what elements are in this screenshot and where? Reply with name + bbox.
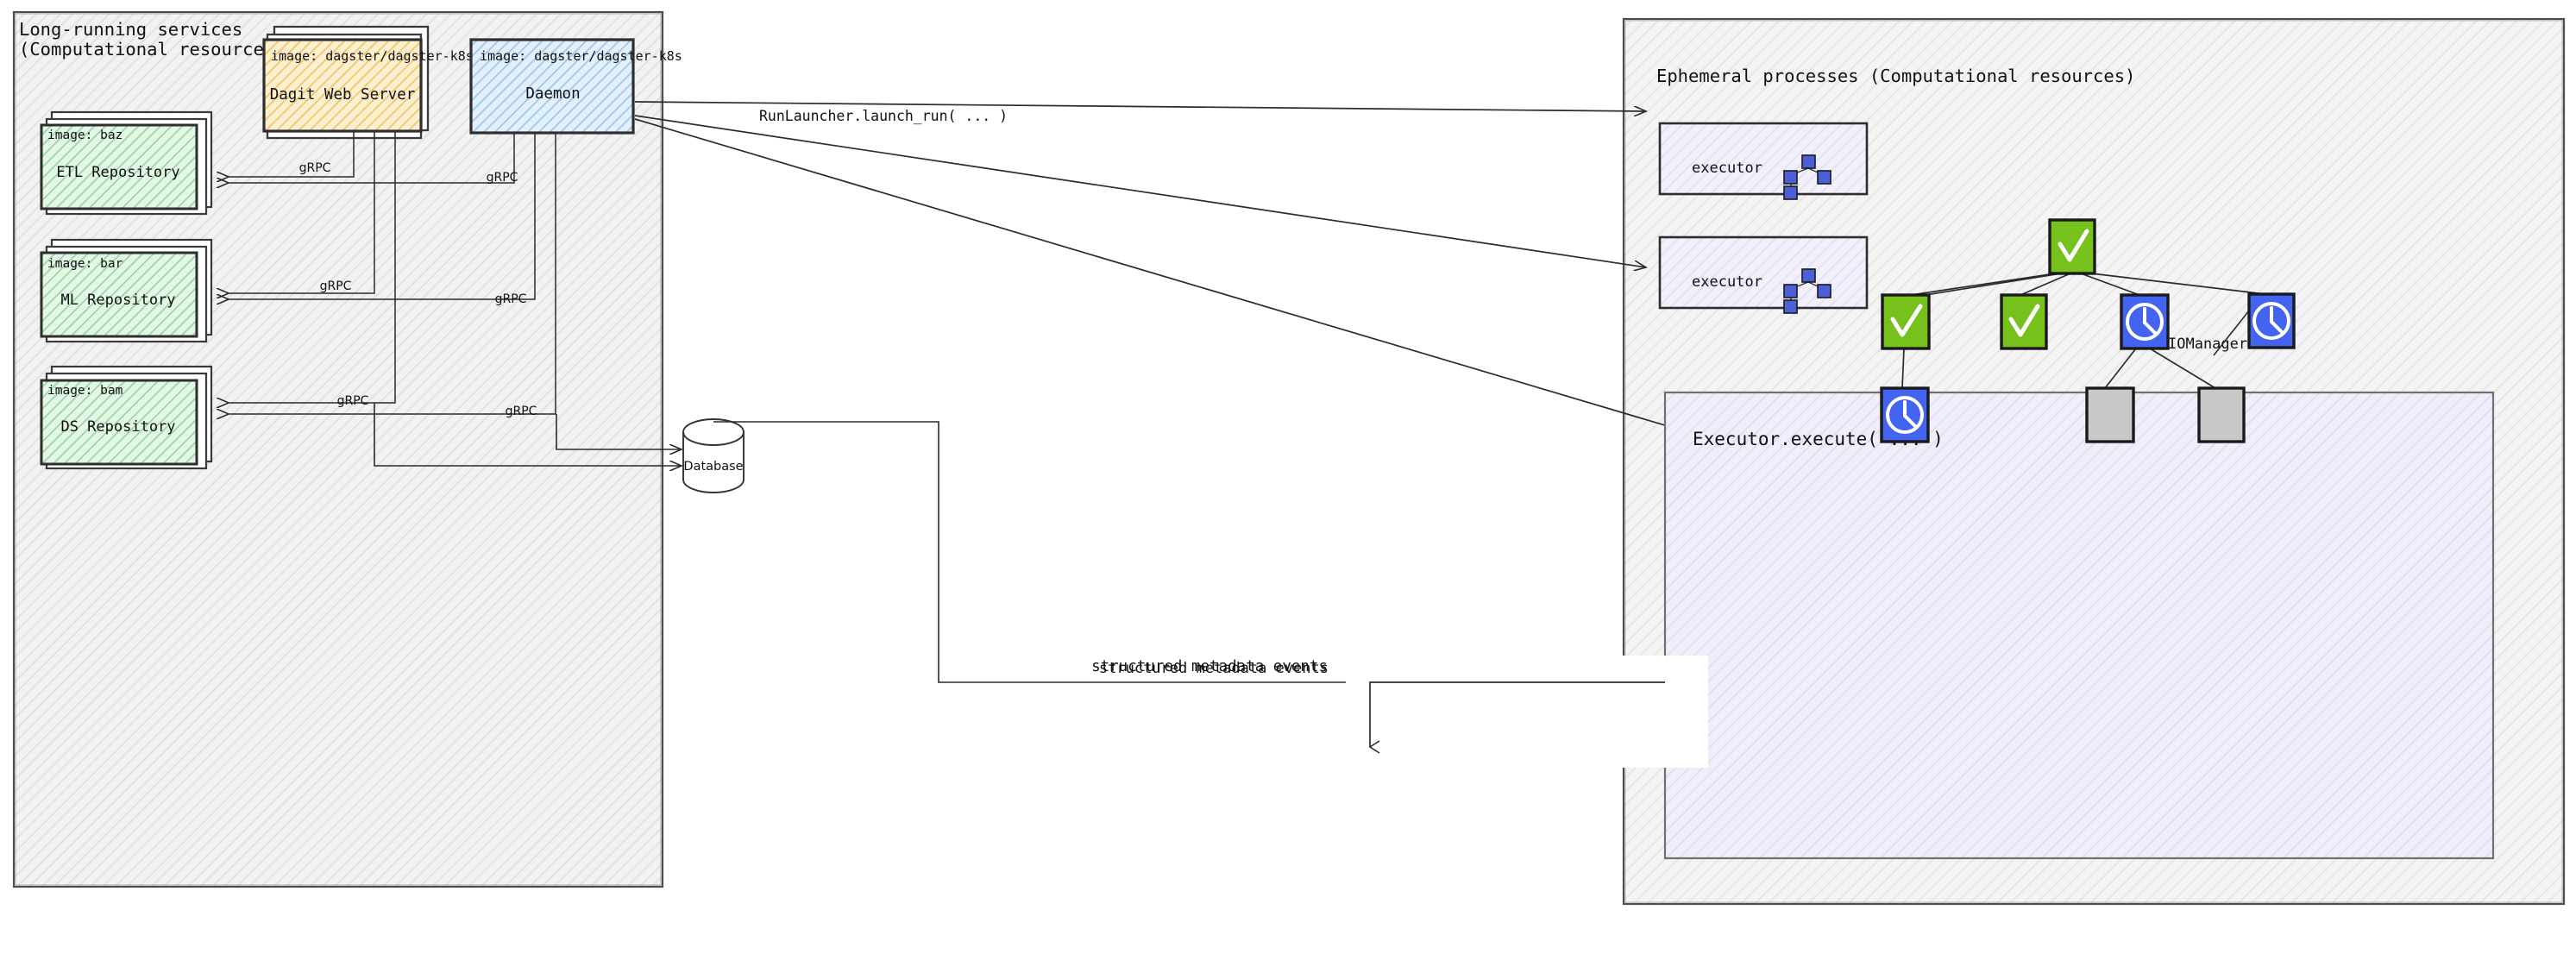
database-edges xyxy=(374,403,682,466)
executor-2-label: executor xyxy=(1692,273,1762,291)
dag-node-root[interactable] xyxy=(2048,218,2096,275)
service-daemon-image-label: image: dagster/dagster-k8s xyxy=(480,48,682,64)
repository-ml[interactable]: image: bar ML Repository xyxy=(40,238,213,343)
io-manager-label: IOManager xyxy=(2168,336,2247,353)
service-dagit[interactable]: image: dagster/dagster-k8s Dagit Web Ser… xyxy=(262,25,474,140)
clock-hands-icon xyxy=(2270,306,2284,334)
database-cylinder[interactable]: Database xyxy=(682,418,745,493)
structured-metadata-label: structured metadata events xyxy=(1099,660,1329,677)
clock-hands-icon xyxy=(2143,307,2157,335)
right-panel-title: Ephemeral processes (Computational resou… xyxy=(1656,66,2135,86)
service-dagit-image-label: image: dagster/dagster-k8s xyxy=(271,48,474,64)
run-launcher-edges xyxy=(634,101,1723,442)
executor-1[interactable]: executor xyxy=(1658,122,1869,200)
executor-2[interactable]: executor xyxy=(1658,235,1869,314)
dag-node-e[interactable] xyxy=(1880,386,1930,443)
check-icon xyxy=(2058,229,2089,262)
empty-icon xyxy=(2085,386,2135,443)
repository-etl-image-label: image: baz xyxy=(47,129,123,142)
service-daemon-title: Daemon xyxy=(525,85,580,103)
executor-execute-panel xyxy=(1663,391,2495,860)
dag-node-b[interactable] xyxy=(2000,293,2048,350)
dag-edges xyxy=(1901,273,2266,389)
dag-node-c[interactable] xyxy=(2120,293,2170,350)
grpc-label-2: gRPC xyxy=(487,171,518,185)
repository-etl[interactable]: image: baz ETL Repository xyxy=(40,110,213,216)
repository-ds-title: DS Repository xyxy=(60,418,175,436)
clock-icon xyxy=(2126,303,2164,341)
executor-1-label: executor xyxy=(1692,160,1762,177)
check-icon xyxy=(1890,304,1923,337)
dag-graph-icon xyxy=(1783,154,1831,200)
clock-icon xyxy=(2252,302,2290,340)
repository-ds[interactable]: image: bam DS Repository xyxy=(40,365,213,470)
repository-ml-title: ML Repository xyxy=(60,292,175,309)
grpc-label-3: gRPC xyxy=(320,279,352,293)
grpc-label-6: gRPC xyxy=(506,405,537,418)
repository-ml-image-label: image: bar xyxy=(47,257,123,271)
grpc-edges xyxy=(229,131,556,414)
service-dagit-title: Dagit Web Server xyxy=(270,86,416,104)
left-panel-title-line1-text: Long-running services xyxy=(19,19,242,40)
service-daemon[interactable]: image: dagster/dagster-k8s Daemon xyxy=(469,38,682,135)
dag-node-f[interactable] xyxy=(2085,386,2135,443)
repository-etl-title: ETL Repository xyxy=(56,164,179,181)
grpc-label-1: gRPC xyxy=(299,161,331,175)
structured-metadata-events-label: structured metadata events xyxy=(1091,658,1328,675)
dag-node-a[interactable] xyxy=(1881,293,1931,350)
dag-node-d[interactable] xyxy=(2247,292,2296,349)
grpc-label-4: gRPC xyxy=(495,292,527,306)
structured-metadata-edge xyxy=(713,421,1674,683)
clock-icon xyxy=(1886,396,1924,434)
check-icon xyxy=(2008,304,2040,337)
dag-node-g[interactable] xyxy=(2197,386,2246,443)
run-launcher-label: RunLauncher.launch_run( ... ) xyxy=(759,108,1008,124)
empty-icon xyxy=(2197,386,2246,443)
database-label: Database xyxy=(683,460,743,474)
left-panel-title-line2-text: (Computational resources) xyxy=(19,39,286,60)
clock-hands-icon xyxy=(1903,400,1917,428)
repository-ds-image-label: image: bam xyxy=(47,384,123,398)
metadata-events-arrow xyxy=(1368,681,1665,754)
dag-graph-icon xyxy=(1783,268,1831,314)
grpc-label-5: gRPC xyxy=(337,394,369,408)
